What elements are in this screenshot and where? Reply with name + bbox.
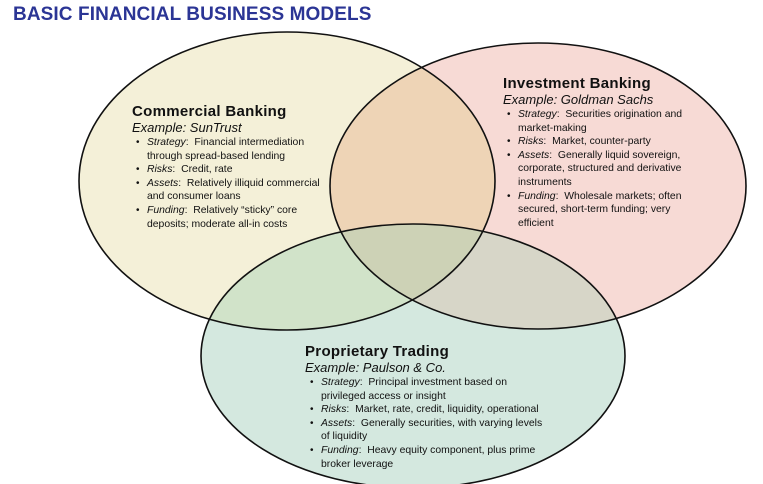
list-item: Strategy: Financial intermediation throu… bbox=[136, 136, 330, 163]
investment-banking-example: Example: Goldman Sachs bbox=[503, 92, 654, 107]
item-key: Strategy bbox=[147, 137, 186, 148]
proprietary-trading-list: Strategy: Principal investment based on … bbox=[305, 376, 550, 471]
investment-banking-list: Strategy: Securities origination and mar… bbox=[503, 108, 701, 230]
item-key: Funding bbox=[147, 204, 185, 216]
item-text: Generally securities, with varying level… bbox=[321, 417, 543, 443]
list-item: Assets: Generally securities, with varyi… bbox=[310, 417, 550, 444]
item-text: Securities origination and market-making bbox=[518, 109, 683, 134]
commercial-banking-outline bbox=[78, 31, 496, 331]
investment-banking-outline bbox=[329, 42, 747, 330]
item-key: Risks bbox=[147, 164, 173, 176]
investment-trading-overlap bbox=[330, 224, 625, 329]
investment-banking-block: Investment Banking Example: Goldman Sach… bbox=[503, 75, 701, 230]
item-key: Funding bbox=[321, 444, 359, 456]
item-text: Principal investment based on privileged… bbox=[321, 377, 507, 402]
item-text: Credit, rate bbox=[181, 164, 233, 176]
list-item: Funding: Relatively “sticky” core deposi… bbox=[136, 204, 330, 231]
list-item: Strategy: Securities origination and mar… bbox=[507, 108, 701, 135]
item-key: Risks bbox=[321, 404, 347, 416]
item-key: Risks bbox=[518, 136, 544, 148]
list-item: Funding: Wholesale markets; often secure… bbox=[507, 190, 701, 231]
proprietary-trading-title: Proprietary Trading bbox=[305, 343, 450, 360]
list-item: Risks: Market, rate, credit, liquidity, … bbox=[310, 403, 550, 417]
item-key: Funding bbox=[518, 190, 556, 202]
commercial-banking-title: Commercial Banking bbox=[132, 103, 287, 120]
item-key: Assets bbox=[147, 177, 179, 189]
item-text: Heavy equity component, plus prime broke… bbox=[321, 444, 536, 470]
commercial-trading-overlap bbox=[201, 224, 495, 330]
investment-banking-title: Investment Banking bbox=[503, 75, 651, 92]
list-item: Risks: Market, counter-party bbox=[507, 135, 701, 149]
commercial-banking-block: Commercial Banking Example: SunTrust Str… bbox=[132, 103, 330, 231]
list-item: Assets: Relatively illiquid commercial a… bbox=[136, 177, 330, 204]
item-text: Financial intermediation through spread-… bbox=[147, 137, 305, 162]
item-text: Market, rate, credit, liquidity, operati… bbox=[355, 404, 539, 416]
item-text: Market, counter-party bbox=[552, 136, 651, 148]
item-text: Wholesale markets; often secured, short-… bbox=[518, 190, 682, 229]
proprietary-trading-example: Example: Paulson & Co. bbox=[305, 360, 446, 375]
item-key: Assets bbox=[518, 149, 550, 161]
item-key: Assets bbox=[321, 417, 353, 429]
item-key: Strategy bbox=[321, 377, 360, 388]
item-text: Relatively illiquid commercial and consu… bbox=[147, 177, 320, 203]
list-item: Assets: Generally liquid sovereign, corp… bbox=[507, 149, 701, 190]
item-text: Relatively “sticky” core deposits; moder… bbox=[147, 204, 298, 230]
list-item: Risks: Credit, rate bbox=[136, 163, 330, 177]
item-key: Strategy bbox=[518, 109, 557, 120]
slide-title: BASIC FINANCIAL BUSINESS MODELS bbox=[13, 4, 372, 25]
proprietary-trading-outline bbox=[200, 223, 626, 484]
proprietary-trading-block: Proprietary Trading Example: Paulson & C… bbox=[305, 343, 550, 471]
commercial-banking-list: Strategy: Financial intermediation throu… bbox=[132, 136, 330, 231]
list-item: Strategy: Principal investment based on … bbox=[310, 376, 550, 403]
commercial-banking-example: Example: SunTrust bbox=[132, 120, 242, 135]
list-item: Funding: Heavy equity component, plus pr… bbox=[310, 444, 550, 471]
item-text: Generally liquid sovereign, corporate, s… bbox=[518, 149, 682, 188]
